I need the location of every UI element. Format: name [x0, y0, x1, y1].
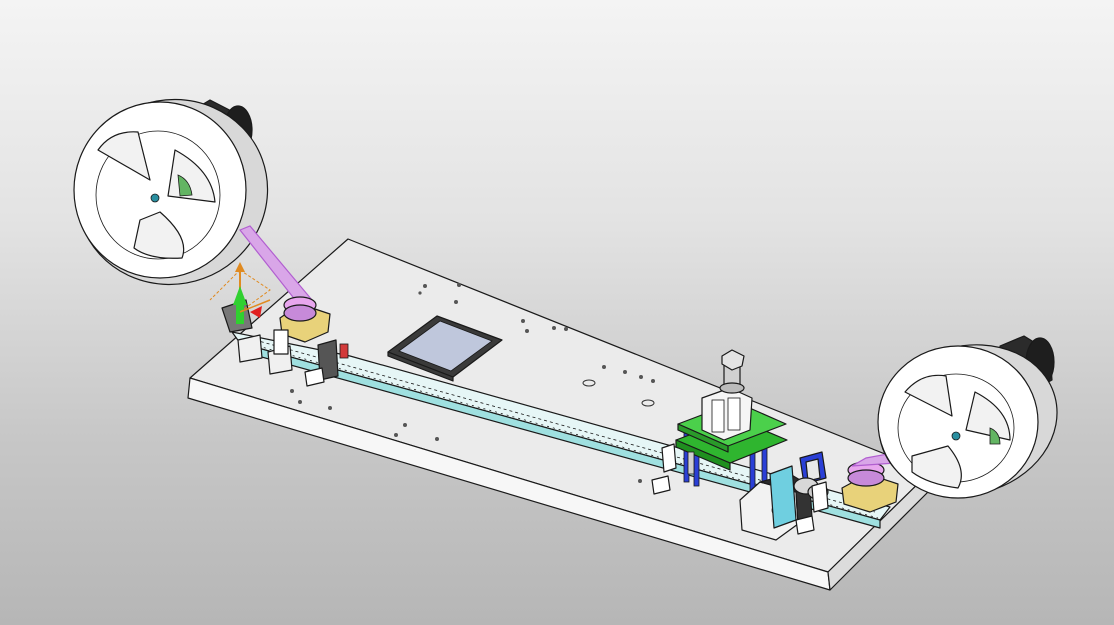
display-screen	[398, 320, 493, 372]
base-holes	[290, 283, 655, 483]
display-module[interactable]	[387, 315, 503, 382]
right-reel-assembly[interactable]	[862, 325, 1074, 515]
drive-coupling[interactable]	[769, 451, 829, 535]
coordinate-triad-icon[interactable]	[209, 262, 271, 324]
press-carriage[interactable]	[651, 349, 788, 497]
left-reel-assembly[interactable]	[50, 73, 293, 312]
left-tape	[239, 225, 313, 307]
